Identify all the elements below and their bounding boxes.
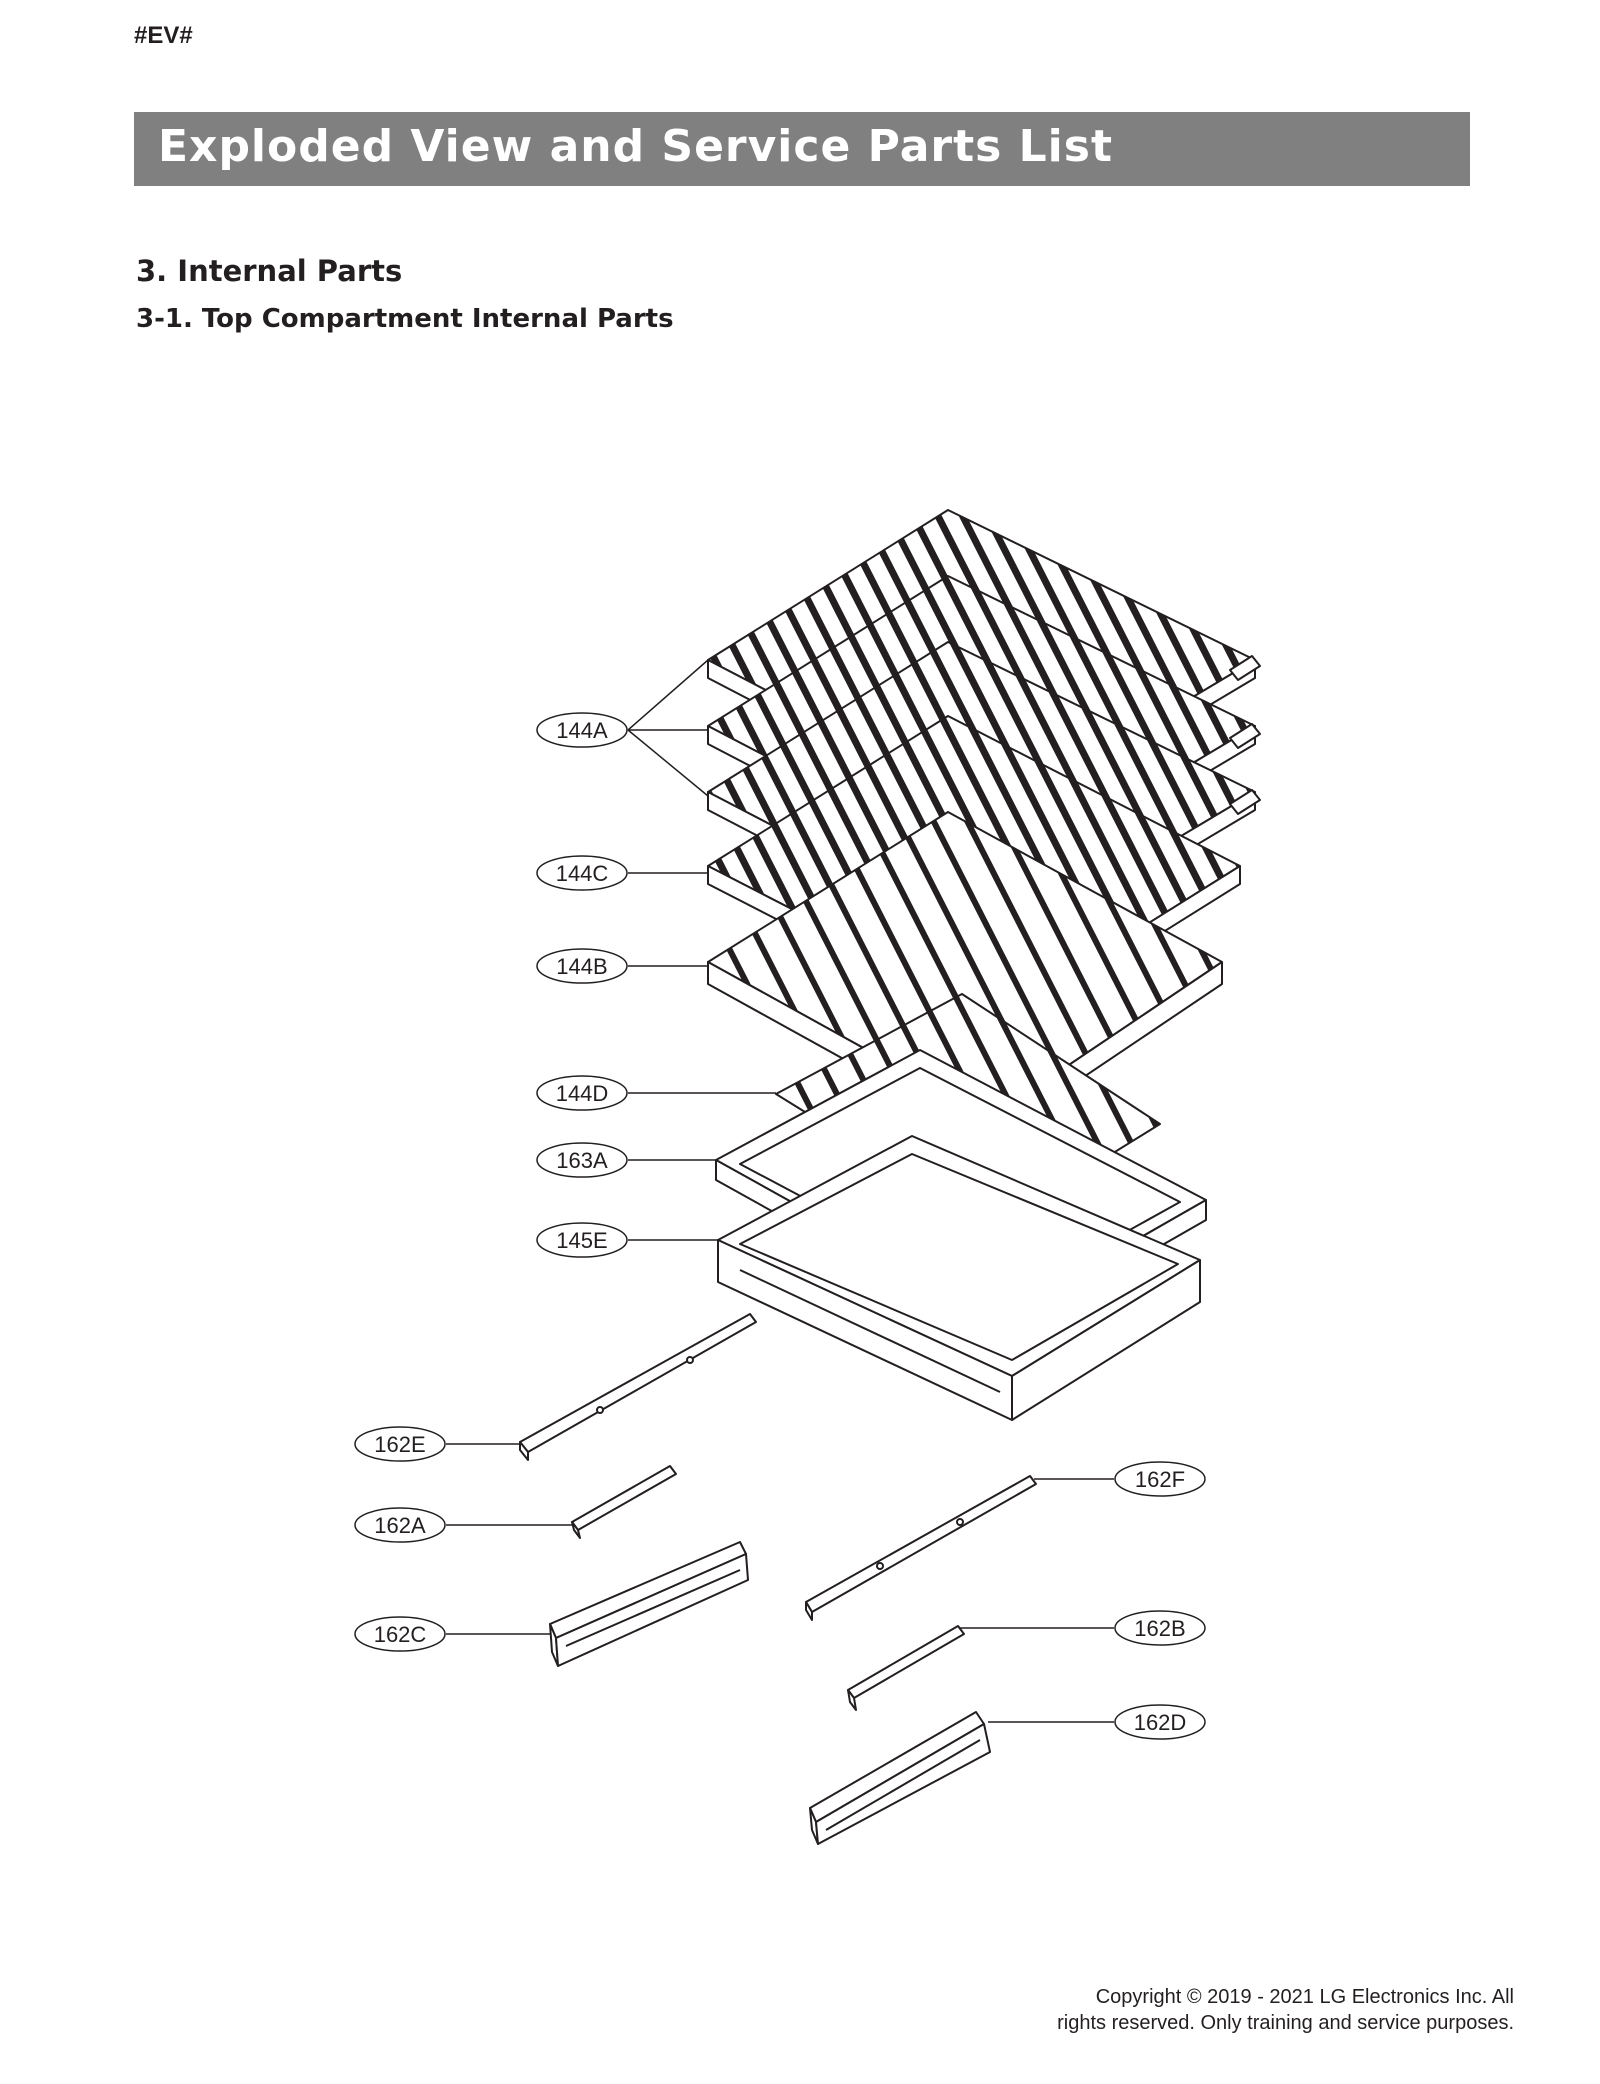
callout-162a: 162A bbox=[354, 1507, 446, 1543]
svg-text:162B: 162B bbox=[1134, 1616, 1185, 1641]
callout-162f: 162F bbox=[1114, 1461, 1206, 1497]
svg-text:144A: 144A bbox=[556, 718, 608, 743]
svg-text:162F: 162F bbox=[1135, 1467, 1185, 1492]
callout-144d: 144D bbox=[536, 1075, 628, 1111]
svg-text:144D: 144D bbox=[556, 1081, 609, 1106]
callout-162c: 162C bbox=[354, 1616, 446, 1652]
callout-163a: 163A bbox=[536, 1142, 628, 1178]
subsection-title: 3-1. Top Compartment Internal Parts bbox=[136, 304, 674, 334]
svg-text:145E: 145E bbox=[556, 1228, 607, 1253]
callout-144c: 144C bbox=[536, 855, 628, 891]
copyright-line-2: rights reserved. Only training and servi… bbox=[1057, 2012, 1514, 2034]
svg-text:162C: 162C bbox=[374, 1622, 427, 1647]
part-clip-162b bbox=[847, 1625, 965, 1711]
callout-162b: 162B bbox=[1114, 1610, 1206, 1646]
callout-162d: 162D bbox=[1114, 1704, 1206, 1740]
page-title: Exploded View and Service Parts List bbox=[158, 121, 1113, 172]
svg-text:144C: 144C bbox=[556, 861, 609, 886]
part-clip-162a bbox=[571, 1465, 677, 1539]
part-slide-162c bbox=[549, 1541, 749, 1667]
copyright-footer: Copyright © 2019 - 2021 LG Electronics I… bbox=[1057, 1984, 1514, 2036]
callout-144a: 144A bbox=[536, 712, 628, 748]
svg-text:162D: 162D bbox=[1134, 1710, 1187, 1735]
part-crisper-145e bbox=[717, 1135, 1201, 1421]
svg-text:163A: 163A bbox=[556, 1148, 608, 1173]
part-slide-162d bbox=[809, 1711, 991, 1845]
leader-lines bbox=[446, 659, 1114, 1723]
callout-162e: 162E bbox=[354, 1426, 446, 1462]
header-banner: Exploded View and Service Parts List bbox=[134, 112, 1470, 186]
section-title: 3. Internal Parts bbox=[136, 254, 403, 288]
svg-text:144B: 144B bbox=[556, 954, 607, 979]
part-rail-162e bbox=[519, 1313, 757, 1461]
copyright-line-1: Copyright © 2019 - 2021 LG Electronics I… bbox=[1095, 1986, 1514, 2008]
part-rail-162f bbox=[805, 1475, 1037, 1621]
svg-text:162E: 162E bbox=[374, 1432, 425, 1457]
callout-145e: 145E bbox=[536, 1222, 628, 1258]
svg-text:162A: 162A bbox=[374, 1513, 426, 1538]
document-code: #EV# bbox=[134, 22, 193, 49]
callout-144b: 144B bbox=[536, 948, 628, 984]
